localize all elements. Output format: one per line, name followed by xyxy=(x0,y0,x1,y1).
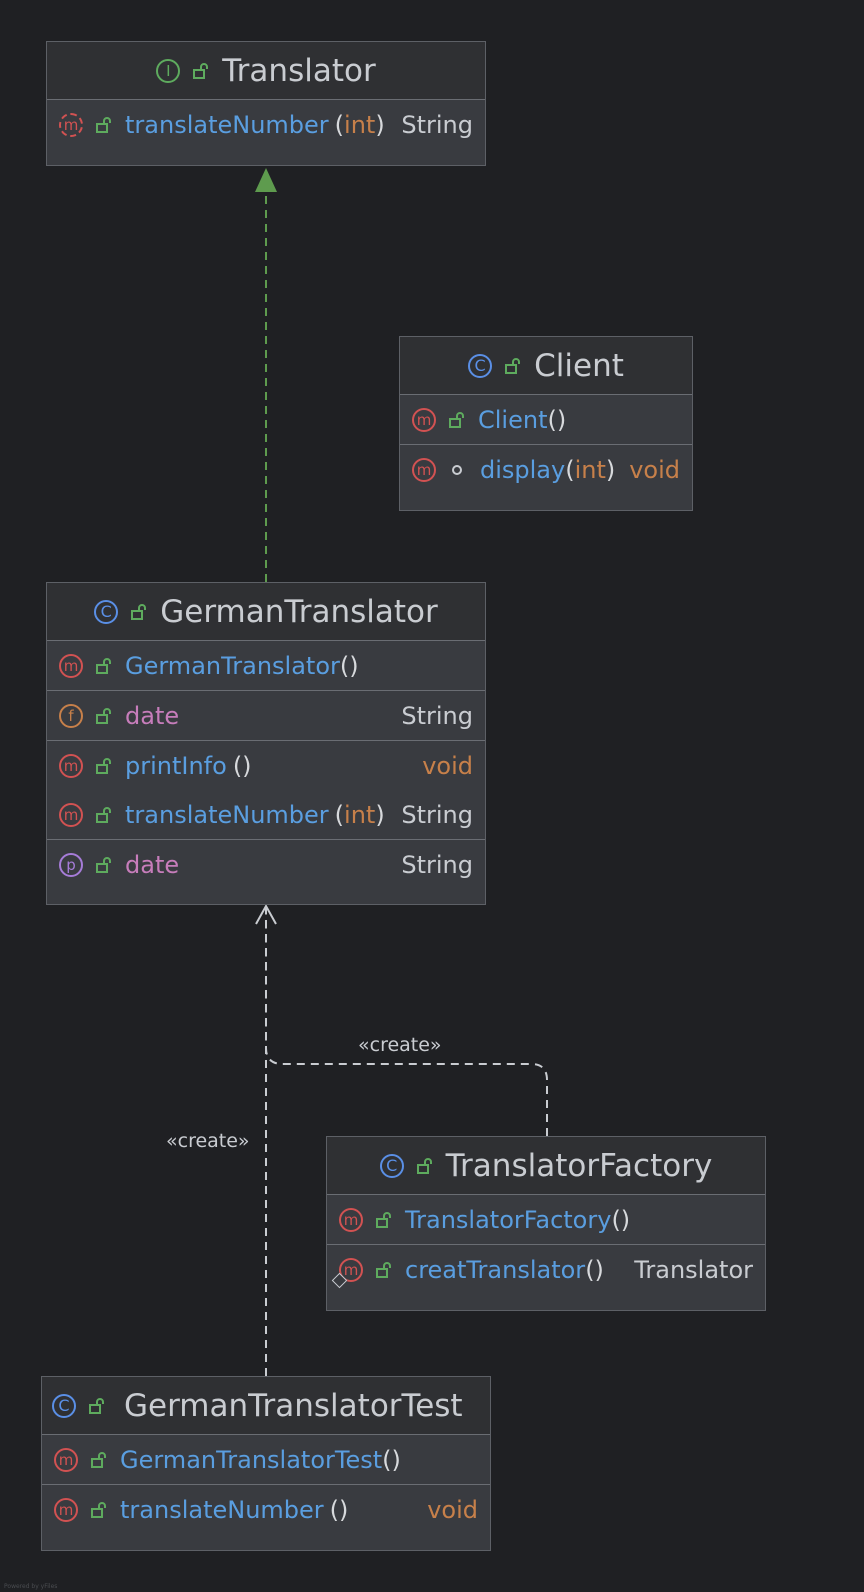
class-node-translator[interactable]: I Translator m translateNumber (int) Str… xyxy=(46,41,486,166)
interface-icon: I xyxy=(156,58,181,83)
member-row[interactable]: m GermanTranslatorTest() xyxy=(42,1435,490,1485)
constructor-name: Client xyxy=(478,405,548,434)
member-row[interactable]: m GermanTranslator() xyxy=(47,641,485,691)
member-row[interactable]: m translateNumber (int) String xyxy=(47,790,485,840)
constructor-name: TranslatorFactory xyxy=(405,1205,612,1234)
class-header: C Client xyxy=(400,337,692,395)
return-type: void xyxy=(427,1495,478,1524)
create-edge-factory xyxy=(265,908,548,1136)
method-icon: m xyxy=(59,653,83,678)
public-icon xyxy=(96,116,111,133)
class-header: C TranslatorFactory xyxy=(327,1137,765,1195)
public-icon xyxy=(449,411,464,428)
member-row[interactable]: m translateNumber (int) String xyxy=(47,100,485,149)
member-row[interactable]: f date String xyxy=(47,691,485,741)
public-icon xyxy=(91,1501,106,1518)
method-icon: m xyxy=(412,457,436,482)
method-icon: m xyxy=(59,753,83,778)
class-name: GermanTranslator xyxy=(160,593,438,630)
class-header: I Translator xyxy=(47,42,485,100)
return-type: void xyxy=(422,751,473,780)
member-row[interactable]: m creatTranslator() Translator xyxy=(327,1245,765,1294)
test-class-icon: C xyxy=(52,1393,76,1418)
class-header: C GermanTranslator xyxy=(47,583,485,641)
method-icon: m xyxy=(412,407,436,432)
class-name: TranslatorFactory xyxy=(445,1147,713,1184)
method-name: creatTranslator xyxy=(405,1255,586,1284)
public-icon xyxy=(96,707,111,724)
public-icon xyxy=(96,806,111,823)
class-name: Translator xyxy=(222,52,376,89)
method-name: translateNumber xyxy=(120,1495,324,1524)
static-method-icon: m xyxy=(331,1257,363,1288)
member-row[interactable]: m Client() xyxy=(400,395,692,445)
public-icon xyxy=(376,1261,391,1278)
credit-text: Powered by yFiles xyxy=(4,1583,58,1590)
class-icon: C xyxy=(379,1153,404,1178)
public-icon xyxy=(193,62,209,79)
class-node-german-translator[interactable]: C GermanTranslator m GermanTranslator() … xyxy=(46,582,486,905)
class-header: C GermanTranslatorTest xyxy=(42,1377,490,1435)
public-icon xyxy=(505,357,521,374)
property-type: String xyxy=(401,850,473,879)
abstract-method-icon: m xyxy=(59,112,83,137)
create-arrowhead xyxy=(255,903,277,925)
class-icon: C xyxy=(468,353,493,378)
method-name: translateNumber xyxy=(125,110,329,139)
method-icon: m xyxy=(339,1207,363,1232)
member-row[interactable]: p date String xyxy=(47,840,485,889)
return-type: String xyxy=(401,800,473,829)
public-icon xyxy=(376,1211,391,1228)
class-name: GermanTranslatorTest xyxy=(124,1387,463,1424)
public-icon xyxy=(89,1397,104,1414)
field-name: date xyxy=(125,701,180,730)
property-name: date xyxy=(125,850,180,879)
member-row[interactable]: m printInfo() void xyxy=(47,741,485,790)
method-icon: m xyxy=(54,1497,78,1522)
public-icon xyxy=(96,757,111,774)
public-icon xyxy=(416,1157,432,1174)
member-row[interactable]: m translateNumber() void xyxy=(42,1485,490,1534)
field-type: String xyxy=(401,701,473,730)
constructor-name: GermanTranslatorTest xyxy=(120,1445,383,1474)
field-icon: f xyxy=(59,703,83,728)
public-icon xyxy=(96,856,111,873)
class-node-german-translator-test[interactable]: C GermanTranslatorTest m GermanTranslato… xyxy=(41,1376,491,1551)
method-name: display xyxy=(480,455,566,484)
public-icon xyxy=(96,657,111,674)
member-row[interactable]: m TranslatorFactory() xyxy=(327,1195,765,1245)
return-type: String xyxy=(401,110,473,139)
method-icon: m xyxy=(59,802,83,827)
create-label-test: «create» xyxy=(166,1130,250,1152)
realization-arrowhead xyxy=(255,168,277,192)
public-icon xyxy=(131,603,147,620)
return-type: Translator xyxy=(634,1255,753,1284)
method-param: int xyxy=(344,110,376,139)
constructor-name: GermanTranslator xyxy=(125,651,340,680)
method-name: translateNumber xyxy=(125,800,329,829)
return-type: void xyxy=(629,455,680,484)
create-label-factory: «create» xyxy=(358,1034,442,1056)
public-icon xyxy=(91,1451,106,1468)
method-icon: m xyxy=(54,1447,78,1472)
class-icon: C xyxy=(94,599,119,624)
package-private-icon xyxy=(452,464,462,475)
class-node-client[interactable]: C Client m Client() m display(int) void xyxy=(399,336,693,511)
member-row[interactable]: m display(int) void xyxy=(400,445,692,494)
class-name: Client xyxy=(534,347,624,384)
class-node-translator-factory[interactable]: C TranslatorFactory m TranslatorFactory(… xyxy=(326,1136,766,1311)
property-icon: p xyxy=(59,852,83,877)
method-name: printInfo xyxy=(125,751,227,780)
